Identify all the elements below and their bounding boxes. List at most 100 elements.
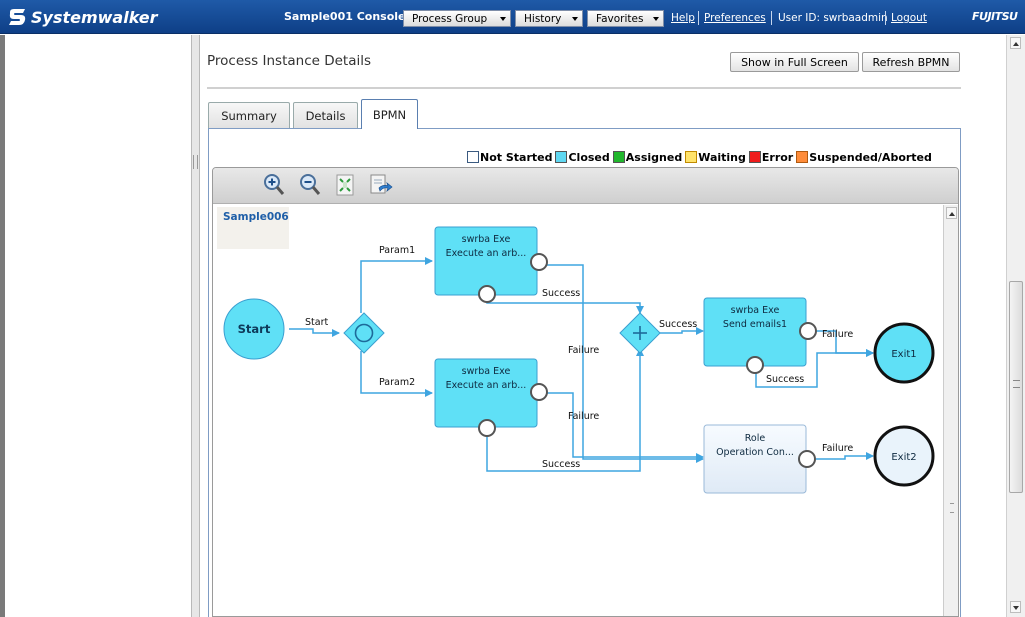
flow-label-success-a: Success — [542, 288, 580, 299]
refresh-bpmn-button[interactable]: Refresh BPMN — [862, 52, 960, 72]
page-scroll-thumb[interactable] — [1009, 281, 1023, 493]
legend-label: Closed — [568, 150, 610, 164]
task2-failure-port-icon — [530, 383, 548, 401]
flow-label-failure-d: Failure — [822, 443, 853, 454]
scroll-up-button[interactable] — [946, 207, 957, 219]
flow-label-start: Start — [305, 317, 328, 328]
tab-panel — [208, 128, 961, 617]
user-id-label: User ID: swrbaadmin — [778, 12, 888, 24]
export-icon[interactable] — [367, 172, 393, 198]
header-bar: Systemwalker Sample001 Console Process G… — [0, 0, 1025, 34]
scroll-grip-icon — [950, 503, 954, 513]
task1-success-port-icon — [478, 285, 496, 303]
systemwalker-logo: Systemwalker — [8, 6, 158, 28]
fujitsu-logo: FUJITSU — [972, 10, 1018, 23]
flow-task4-failure — [816, 452, 874, 460]
zoom-in-icon[interactable] — [261, 172, 287, 198]
flow-label-param1: Param1 — [379, 245, 415, 256]
flow-label-success-b: Success — [542, 459, 580, 470]
flow-task2-success — [486, 348, 644, 472]
flow-task2-failure — [547, 392, 704, 461]
task4-failure-port-icon — [798, 450, 816, 468]
legend-swatch — [612, 151, 625, 163]
task4-role: Role — [745, 433, 766, 444]
legend-item-error: Error — [748, 150, 794, 164]
logo-text: Systemwalker — [31, 7, 158, 27]
bpmn-canvas[interactable]: Sample006 — [213, 205, 944, 616]
tab-bpmn[interactable]: BPMN — [361, 99, 418, 129]
title-divider — [207, 87, 961, 89]
parallel-gateway[interactable] — [619, 312, 661, 354]
legend-label: Assigned — [625, 150, 683, 164]
task3-name: Send emails1 — [723, 319, 787, 330]
legend-swatch — [685, 151, 698, 163]
preferences-link[interactable]: Preferences — [704, 12, 766, 24]
legend-label: Not Started — [480, 150, 553, 164]
show-full-screen-button[interactable]: Show in Full Screen — [730, 52, 859, 72]
tab-summary[interactable]: Summary — [208, 102, 290, 128]
legend-swatch — [796, 151, 809, 163]
history-menu[interactable]: History — [515, 10, 583, 27]
chevron-up-icon — [949, 212, 955, 216]
process-name-label: Sample006 — [217, 207, 289, 249]
task2-role: swrba Exe — [462, 366, 511, 377]
diagram-vertical-scrollbar[interactable] — [943, 205, 958, 616]
process-group-menu[interactable]: Process Group — [403, 10, 511, 27]
legend-item-not-started: Not Started — [467, 151, 552, 164]
legend-item-assigned: Assigned — [612, 150, 683, 164]
status-legend: Not Started Closed Assigned Waiting Erro… — [467, 150, 935, 164]
chevron-down-icon — [1013, 606, 1019, 610]
flow-label-failure-c: Failure — [822, 329, 853, 340]
help-link[interactable]: Help — [671, 12, 695, 24]
flow-start — [289, 328, 340, 337]
tab-details[interactable]: Details — [293, 102, 358, 128]
flow-task1-success — [486, 299, 644, 314]
page-scroll-down-button[interactable] — [1010, 601, 1021, 613]
bpmn-diagram-frame: Sample006 — [212, 167, 959, 617]
flow-label-failure-a: Failure — [568, 345, 599, 356]
header-separator — [771, 11, 772, 25]
task1-failure-port-icon — [530, 253, 548, 271]
flow-param2 — [360, 351, 433, 397]
legend-swatch — [555, 151, 568, 163]
flow-gateway-success — [660, 327, 704, 335]
exit2-label: Exit2 — [891, 452, 916, 463]
page-title: Process Instance Details — [207, 53, 372, 69]
zoom-out-icon[interactable] — [297, 172, 323, 198]
legend-item-waiting: Waiting — [685, 151, 746, 164]
page-vertical-scrollbar[interactable] — [1006, 35, 1025, 617]
task3-role: swrba Exe — [731, 305, 780, 316]
scroll-grip-icon — [1013, 380, 1020, 388]
exit2-event[interactable] — [873, 425, 935, 487]
history-menu-label: History — [524, 12, 562, 25]
legend-label: Waiting — [698, 150, 746, 164]
favorites-menu-label: Favorites — [596, 12, 644, 25]
process-group-menu-label: Process Group — [412, 12, 488, 25]
diagram-toolbar — [213, 168, 958, 204]
task3-success-port-icon — [746, 356, 764, 374]
chevron-down-icon — [653, 16, 659, 21]
fit-page-icon[interactable] — [332, 172, 358, 198]
legend-item-suspended-aborted: Suspended/Aborted — [796, 151, 932, 164]
legend-swatch — [467, 151, 479, 163]
exit1-label: Exit1 — [891, 349, 916, 360]
start-event[interactable] — [223, 298, 285, 360]
task3-failure-port-icon — [799, 322, 817, 340]
inclusive-gateway[interactable] — [343, 312, 385, 354]
flow-label-success-c: Success — [659, 319, 697, 330]
logout-link[interactable]: Logout — [891, 12, 927, 24]
page-scroll-up-button[interactable] — [1010, 37, 1021, 49]
flow-param1 — [360, 257, 433, 313]
exit1-event[interactable] — [873, 322, 935, 384]
systemwalker-logo-icon — [9, 9, 26, 25]
pane-splitter[interactable] — [192, 35, 200, 617]
legend-label: Error — [761, 150, 794, 164]
chevron-down-icon — [572, 16, 578, 21]
splitter-grip-icon[interactable] — [193, 155, 198, 169]
flow-task1-failure — [547, 264, 704, 463]
header-separator — [885, 11, 886, 25]
favorites-menu[interactable]: Favorites — [587, 10, 664, 27]
task2-success-port-icon — [478, 419, 496, 437]
legend-label: Suspended/Aborted — [809, 150, 932, 164]
chevron-up-icon — [1013, 42, 1019, 46]
